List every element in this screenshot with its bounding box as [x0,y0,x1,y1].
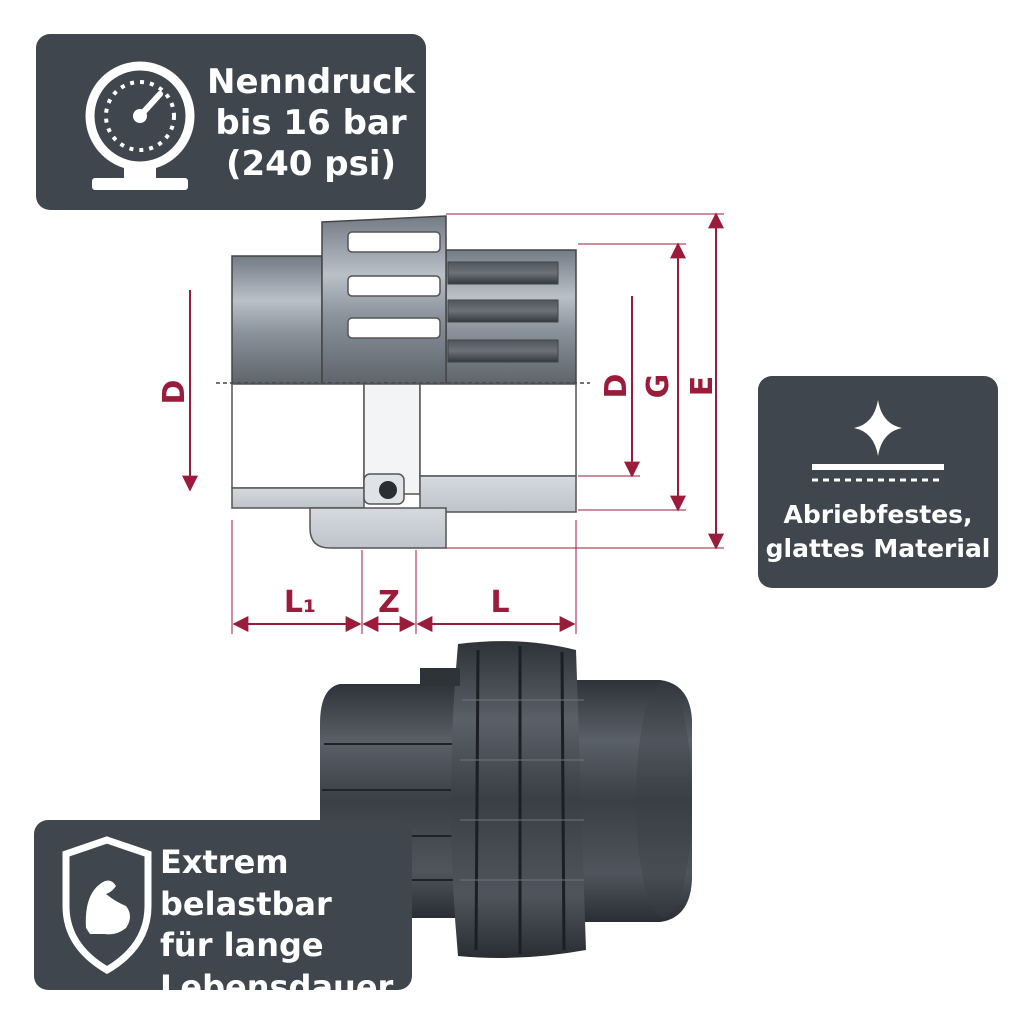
pressure-line-1: Nenndruck [206,62,415,102]
pressure-rating-badge: Nenndruck bis 16 bar (240 psi) [36,34,426,210]
durability-line-3: Lebensdauer [160,967,394,1006]
durability-line-2: für lange [160,926,324,965]
material-badge: Abriebfestes, glattes Material [758,376,998,588]
dim-label-z: Z [378,585,400,620]
material-text: Abriebfestes, glattes Material [758,498,998,566]
pressure-rating-text: Nenndruck bis 16 bar (240 psi) [206,62,416,184]
union-exterior-half [231,215,577,385]
dim-label-e: E [685,376,720,397]
durability-badge: Extrem belastbar für lange Lebensdauer [34,820,412,1006]
durability-line-1: Extrem belastbar [160,843,332,923]
pressure-line-2: bis 16 bar [215,102,407,143]
material-line-2: glattes Material [765,533,991,563]
shield-bicep-icon [62,836,152,975]
material-line-1: Abriebfestes, [783,500,973,529]
pressure-line-3: (240 psi) [225,143,397,184]
dim-label-d-right: D [599,374,634,399]
dimension-lines [182,212,724,634]
smooth-surface-sparkle-icon [812,400,944,482]
dim-label-l: L [490,585,509,620]
durability-text: Extrem belastbar für lange Lebensdauer [160,842,412,1008]
pressure-gauge-icon [85,61,195,190]
dim-label-l1: L₁ [284,585,316,620]
dim-label-g: G [641,374,676,399]
union-section-half [231,383,577,549]
dim-label-d-left: D [157,380,192,405]
